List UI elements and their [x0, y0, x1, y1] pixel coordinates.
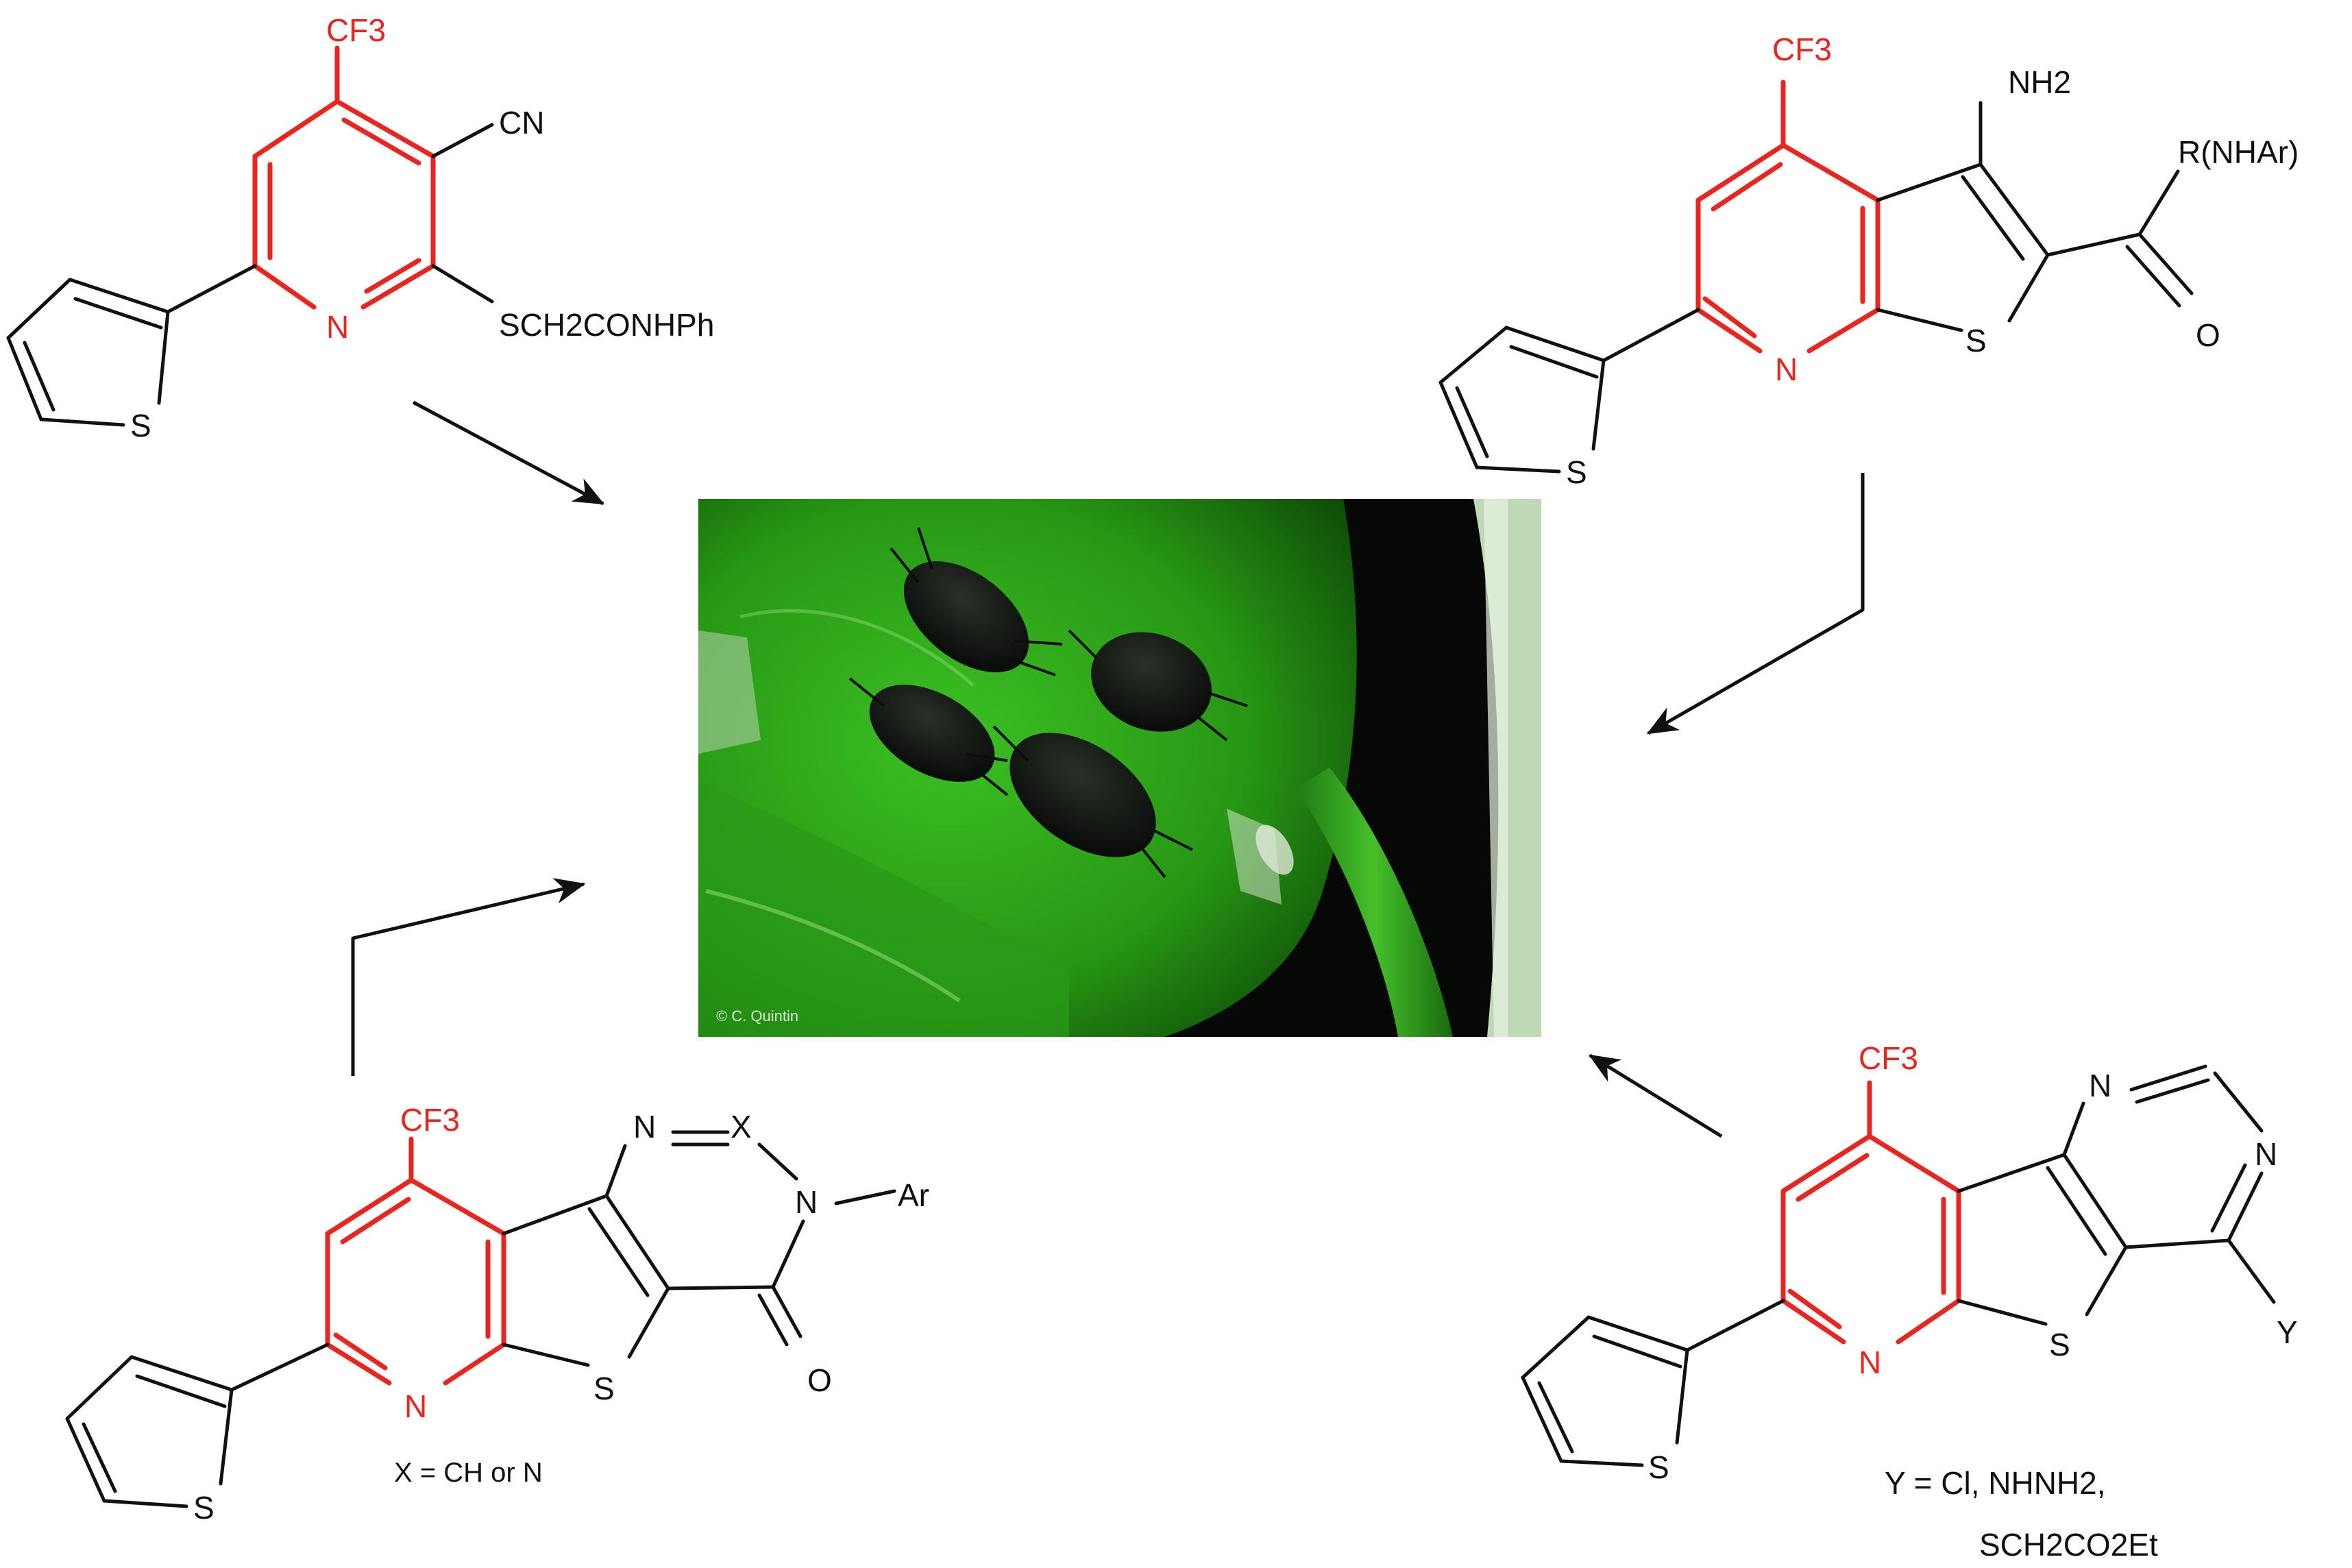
- compound-4-caption-line1: Y = Cl, NHNH2,: [1885, 1465, 2106, 1501]
- pyridine-ring: [1780, 1080, 1961, 1345]
- cf3-label: CF3: [400, 1102, 460, 1138]
- thiophene-s-label: S: [130, 408, 151, 443]
- cf3-label: CF3: [326, 12, 386, 48]
- thiophene-ring: [6, 278, 170, 427]
- core-s-label: S: [593, 1371, 615, 1406]
- compound-2: CF3 NH2 R(NHAr) O N S S: [1438, 32, 2299, 490]
- side-chain-label: SCH2CONHPh: [499, 307, 714, 343]
- carbonyl-o-label: O: [2196, 317, 2220, 353]
- carbonyl-o-label: O: [807, 1362, 832, 1398]
- pyrimidine-n1-label: N: [2089, 1068, 2111, 1103]
- thiophene-s-label: S: [193, 1490, 215, 1526]
- pyridine-ring: [325, 1136, 506, 1386]
- pyridine-ring: [252, 45, 436, 310]
- arrow-c2-to-photo: [1646, 473, 1865, 735]
- cn-label: CN: [499, 105, 544, 140]
- thiophene-ring: [1521, 1315, 1689, 1467]
- r-label: R(NHAr): [2178, 134, 2299, 170]
- aphid-photo: © C. Quintin: [698, 499, 1541, 1037]
- photo-credit: © C. Quintin: [716, 1007, 798, 1025]
- thiophene-ring: [1438, 326, 1606, 474]
- reaction-arrows: [351, 400, 1865, 1138]
- compound-4: CF3 N N Y N S S Y = Cl, NHNH2, SCH2CO2Et: [1521, 1040, 2298, 1563]
- arrow-c1-to-photo: [412, 400, 605, 506]
- triazine-n-label: N: [633, 1109, 656, 1144]
- pyrimidine-n2-label: N: [2255, 1136, 2277, 1172]
- x-label: X: [731, 1109, 752, 1144]
- thiophene-ring: [65, 1355, 234, 1508]
- pyridine-n-label: N: [404, 1388, 427, 1424]
- thiophene-s-label: S: [1648, 1449, 1669, 1485]
- ar-label: Ar: [898, 1177, 929, 1213]
- arrow-c4-to-photo: [1588, 1053, 1723, 1138]
- core-s-label: S: [1965, 323, 1987, 358]
- thiophene-s-label: S: [1566, 454, 1587, 490]
- compound-3: CF3 N X N Ar O N S S X = CH or N: [65, 1102, 929, 1526]
- pyridine-ring: [1695, 79, 1881, 354]
- n-aryl-label: N: [795, 1184, 818, 1220]
- y-label: Y: [2277, 1314, 2298, 1350]
- nh2-label: NH2: [2008, 64, 2071, 100]
- core-s-label: S: [2049, 1327, 2070, 1362]
- compound-3-caption: X = CH or N: [394, 1458, 543, 1488]
- compound-1: CF3 CN N S SCH2CONHPh: [6, 12, 714, 443]
- compound-4-caption-line2: SCH2CO2Et: [1979, 1527, 2158, 1563]
- cf3-label: CF3: [1772, 32, 1832, 67]
- arrow-c3-to-photo: [351, 878, 586, 1076]
- pyridine-n-label: N: [1859, 1345, 1881, 1380]
- cf3-label: CF3: [1859, 1040, 1918, 1076]
- pyridine-n-label: N: [1775, 352, 1798, 387]
- pyridine-n-label: N: [326, 309, 349, 345]
